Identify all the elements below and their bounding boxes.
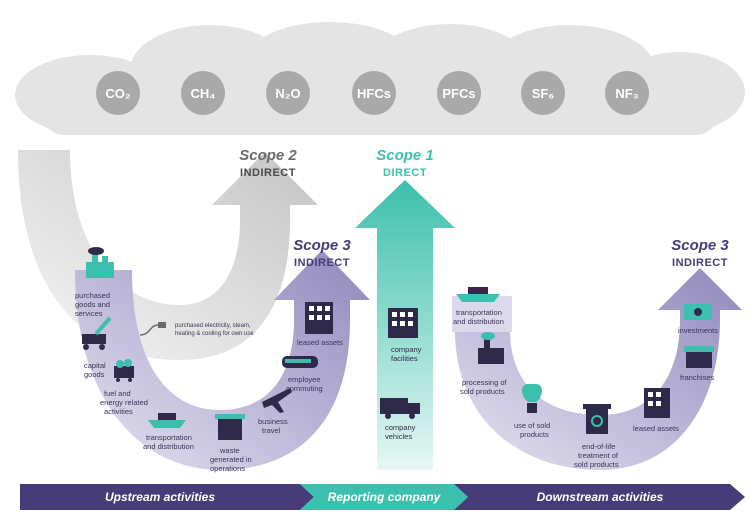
electricity-label: purchased electricity, steam, heating & … bbox=[175, 323, 254, 337]
svg-text:Scope 1: Scope 1 bbox=[376, 147, 434, 164]
upstream-segment bbox=[20, 484, 314, 510]
purchased-goods-label: purchased goods and services bbox=[75, 291, 112, 318]
business-travel-label: business travel bbox=[258, 417, 290, 435]
svg-text:PFCs: PFCs bbox=[442, 86, 475, 101]
truck-icon bbox=[380, 398, 420, 419]
svg-text:HFCs: HFCs bbox=[357, 86, 391, 101]
upstream-activities-label: Upstream activities bbox=[105, 490, 215, 504]
svg-text:N₂O: N₂O bbox=[275, 86, 300, 101]
fuel-energy-label: fuel and energy related activities bbox=[100, 389, 150, 416]
upstream-leased-assets-label: leased assets bbox=[297, 338, 343, 347]
downstream-transport-label: transportation and distribution bbox=[453, 308, 504, 326]
svg-text:DIRECT: DIRECT bbox=[383, 167, 427, 179]
downstream-leased-assets-label: leased assets bbox=[633, 424, 679, 433]
airplane-icon bbox=[262, 388, 292, 413]
gas-pfcs: PFCs bbox=[437, 71, 481, 115]
use-of-sold-label: use of sold products bbox=[514, 421, 552, 439]
company-vehicles-label: company vehicles bbox=[385, 423, 418, 441]
gas-sf6: SF₆ bbox=[521, 71, 565, 115]
processing-label: processing of sold products bbox=[460, 378, 509, 396]
svg-text:INDIRECT: INDIRECT bbox=[240, 167, 296, 179]
waste-label: waste generated in operations bbox=[210, 446, 254, 473]
factory-icon bbox=[86, 247, 114, 278]
gas-co2: CO₂ bbox=[96, 71, 140, 115]
money-icon bbox=[684, 304, 712, 320]
downstream-activities-label: Downstream activities bbox=[537, 490, 664, 504]
svg-text:Scope 3: Scope 3 bbox=[293, 237, 351, 254]
lightbulb-icon bbox=[522, 384, 542, 413]
coal-cart-icon bbox=[114, 359, 134, 382]
scope3-downstream-arc bbox=[455, 268, 742, 470]
scope3-upstream-arc bbox=[75, 250, 370, 470]
plug-icon bbox=[139, 322, 166, 336]
end-of-life-label: end-of-life treatment of sold products bbox=[574, 442, 620, 469]
downstream-segment bbox=[454, 484, 745, 510]
upstream-transport-label: transportation and distribution bbox=[143, 433, 194, 451]
svg-text:Scope 2: Scope 2 bbox=[239, 147, 297, 164]
scope2-arc bbox=[18, 150, 318, 360]
gas-list: CO₂ CH₄ N₂O HFCs PFCs SF₆ NF₃ bbox=[96, 71, 649, 115]
waste-bin-icon bbox=[215, 414, 245, 440]
svg-text:CO₂: CO₂ bbox=[105, 86, 131, 101]
reporting-segment bbox=[300, 484, 468, 510]
gas-hfcs: HFCs bbox=[352, 71, 396, 115]
ship-icon bbox=[148, 413, 186, 428]
crane-icon bbox=[82, 316, 112, 350]
reporting-company-label: Reporting company bbox=[328, 490, 442, 504]
recycle-bin-icon bbox=[583, 404, 611, 434]
svg-text:INDIRECT: INDIRECT bbox=[672, 257, 728, 269]
storefront-icon bbox=[684, 346, 714, 368]
downstream-factory-icon bbox=[478, 332, 504, 364]
svg-text:Scope 3: Scope 3 bbox=[671, 237, 729, 254]
company-facilities-icon bbox=[388, 308, 418, 338]
scope3-downstream-label: Scope 3 INDIRECT bbox=[671, 237, 729, 269]
svg-text:SF₆: SF₆ bbox=[532, 86, 555, 101]
svg-text:NF₃: NF₃ bbox=[615, 86, 638, 101]
franchises-label: franchises bbox=[680, 373, 714, 382]
svg-text:CH₄: CH₄ bbox=[191, 86, 216, 101]
capital-goods-label: capital goods bbox=[84, 361, 108, 379]
building-icon-upstream bbox=[305, 302, 333, 334]
investments-label: investments bbox=[678, 326, 718, 335]
gas-n2o: N₂O bbox=[266, 71, 310, 115]
company-facilities-label: company facilities bbox=[391, 345, 424, 363]
scope2-label: Scope 2 INDIRECT bbox=[239, 147, 297, 179]
downstream-ship-icon bbox=[456, 287, 500, 302]
scope3-upstream-label: Scope 3 INDIRECT bbox=[293, 237, 351, 269]
gas-nf3: NF₃ bbox=[605, 71, 649, 115]
activity-bar: Upstream activities Reporting company Do… bbox=[20, 484, 745, 510]
employee-commuting-label: employee commuting bbox=[286, 375, 323, 393]
train-icon bbox=[282, 356, 318, 368]
svg-text:INDIRECT: INDIRECT bbox=[294, 257, 350, 269]
scope1-label: Scope 1 DIRECT bbox=[376, 147, 434, 179]
downstream-building-icon bbox=[644, 388, 670, 418]
gas-ch4: CH₄ bbox=[181, 71, 225, 115]
